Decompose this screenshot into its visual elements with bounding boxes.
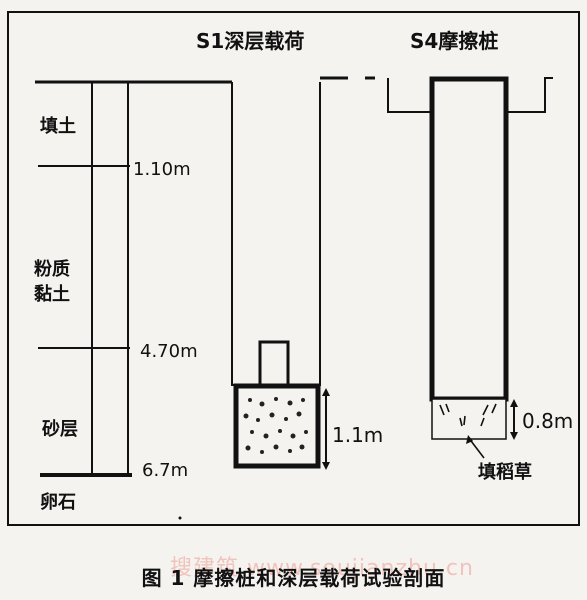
s1-dimension-label: 1.1m xyxy=(332,423,383,447)
depth-label-2: 4.70m xyxy=(140,341,198,362)
s1-block-aggregate xyxy=(243,397,308,454)
figure-frame xyxy=(7,11,580,526)
s4-ground-left xyxy=(387,78,430,113)
layer-label-fill: 填土 xyxy=(40,115,76,137)
layer-label-silty-clay-2: 黏土 xyxy=(34,283,70,305)
layer-label-silty-clay-1: 粉质 xyxy=(34,258,70,280)
s1-dimension-arrow-top xyxy=(322,388,330,396)
scan-speck xyxy=(178,516,182,520)
s4-straw-marks xyxy=(439,403,497,427)
layer-label-pebble: 卵石 xyxy=(40,491,76,513)
s1-pit-outline xyxy=(231,82,321,386)
layer-label-sand: 砂层 xyxy=(42,418,78,440)
s4-pile-shaft xyxy=(429,76,509,402)
s4-dimension-arrow-top xyxy=(510,399,518,407)
s4-fill-label: 填稻草 xyxy=(478,461,532,483)
s4-dimension-label: 0.8m xyxy=(522,409,573,433)
s1-load-column xyxy=(258,340,290,388)
s4-fill-leader-arrow xyxy=(466,435,473,444)
figure-caption: 图 1 摩擦桩和深层载荷试验剖面 xyxy=(141,566,446,590)
depth-label-1: 1.10m xyxy=(133,159,191,180)
watermark: 搜建筑 www.soujianzhu.cn xyxy=(170,556,474,581)
s4-dimension-arrow-bottom xyxy=(510,432,518,440)
s4-title: S4摩擦桩 xyxy=(410,29,498,53)
s1-dimension-arrow-bottom xyxy=(322,462,330,470)
depth-label-3: 6.7m xyxy=(142,460,188,481)
s4-ground-right xyxy=(508,77,553,113)
s1-title: S1深层载荷 xyxy=(196,29,304,53)
